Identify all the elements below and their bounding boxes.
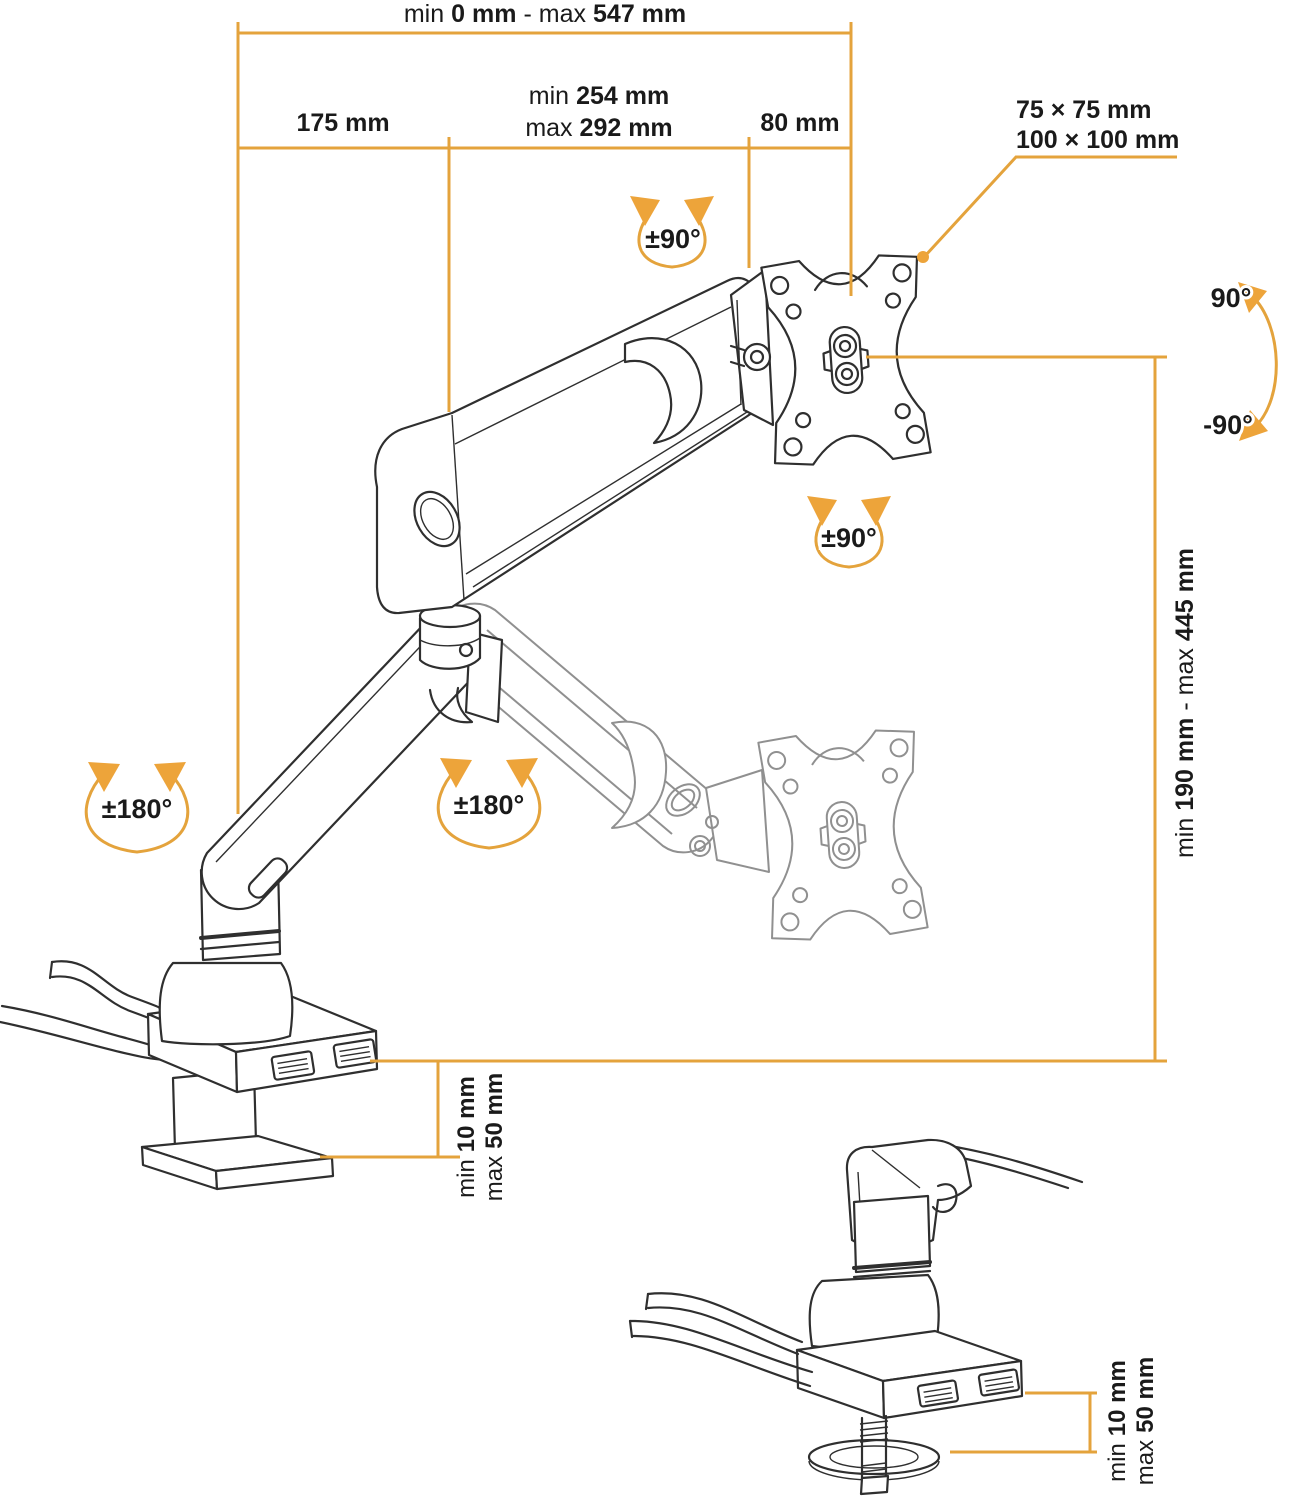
swivel-elbow-label: ±180° [454, 790, 525, 820]
desk-clamp-base [140, 860, 379, 1191]
dimension-lines [236, 22, 1177, 1454]
ghost-tilt-bracket [705, 769, 770, 873]
threaded-rod [860, 1414, 888, 1482]
dim-grommet-min-label: min10 mm [1104, 1360, 1131, 1482]
ghost-cable-clip [611, 720, 668, 829]
svg-text:min190 mm-max445 mm: min190 mm-max445 mm [1171, 548, 1199, 858]
usb-port [977, 1368, 1020, 1397]
tilt-joint [729, 268, 775, 427]
vesa-pattern-100-label: 100 × 100 mm [1016, 126, 1179, 154]
svg-text:min10 mm: min10 mm [453, 1076, 480, 1198]
usb-port [332, 1038, 378, 1069]
vesa-plate-upper [760, 254, 932, 466]
ghost-arm-endcap-hole [665, 783, 701, 817]
cable-clip [623, 337, 703, 445]
arm-head-hole [413, 490, 461, 548]
vesa-plate-lower-ghost [757, 729, 929, 941]
dim-clamp-max-label: max50 mm [481, 1073, 508, 1201]
rotation-arcs [84, 196, 1278, 854]
upper-arm [374, 277, 765, 615]
usb-port [270, 1050, 316, 1081]
ghost-forearm [437, 602, 770, 873]
dim-clamp-min-label: min10 mm [453, 1076, 480, 1198]
dim-head-offset-label: 80 mm [760, 109, 839, 137]
vesa-pattern-75-label: 75 × 75 mm [1016, 96, 1152, 124]
grommet-mount-detail [628, 1138, 1084, 1496]
grommet-washer [807, 1438, 941, 1476]
pan-vesa-label: ±90° [821, 523, 877, 553]
dim-base-offset-label: 175 mm [296, 109, 389, 137]
cables [0, 960, 166, 1062]
svg-text:max50 mm: max50 mm [481, 1073, 508, 1201]
tilt-down-label: -90° [1203, 410, 1253, 440]
usb-port [916, 1379, 959, 1408]
elbow-joint [418, 603, 504, 724]
dim-grommet-max-label: max50 mm [1132, 1357, 1159, 1485]
base-housing [158, 961, 294, 1046]
vesa-leader-line [923, 155, 1177, 258]
svg-text:max50 mm: max50 mm [1132, 1357, 1159, 1485]
svg-text:min10 mm: min10 mm [1104, 1360, 1131, 1482]
pan-head-label: ±90° [645, 224, 701, 254]
dim-height-range-label: min190 mm-max445 mm [1171, 548, 1199, 858]
swivel-base-label: ±180° [102, 794, 173, 824]
tilt-up-label: 90° [1211, 283, 1252, 313]
